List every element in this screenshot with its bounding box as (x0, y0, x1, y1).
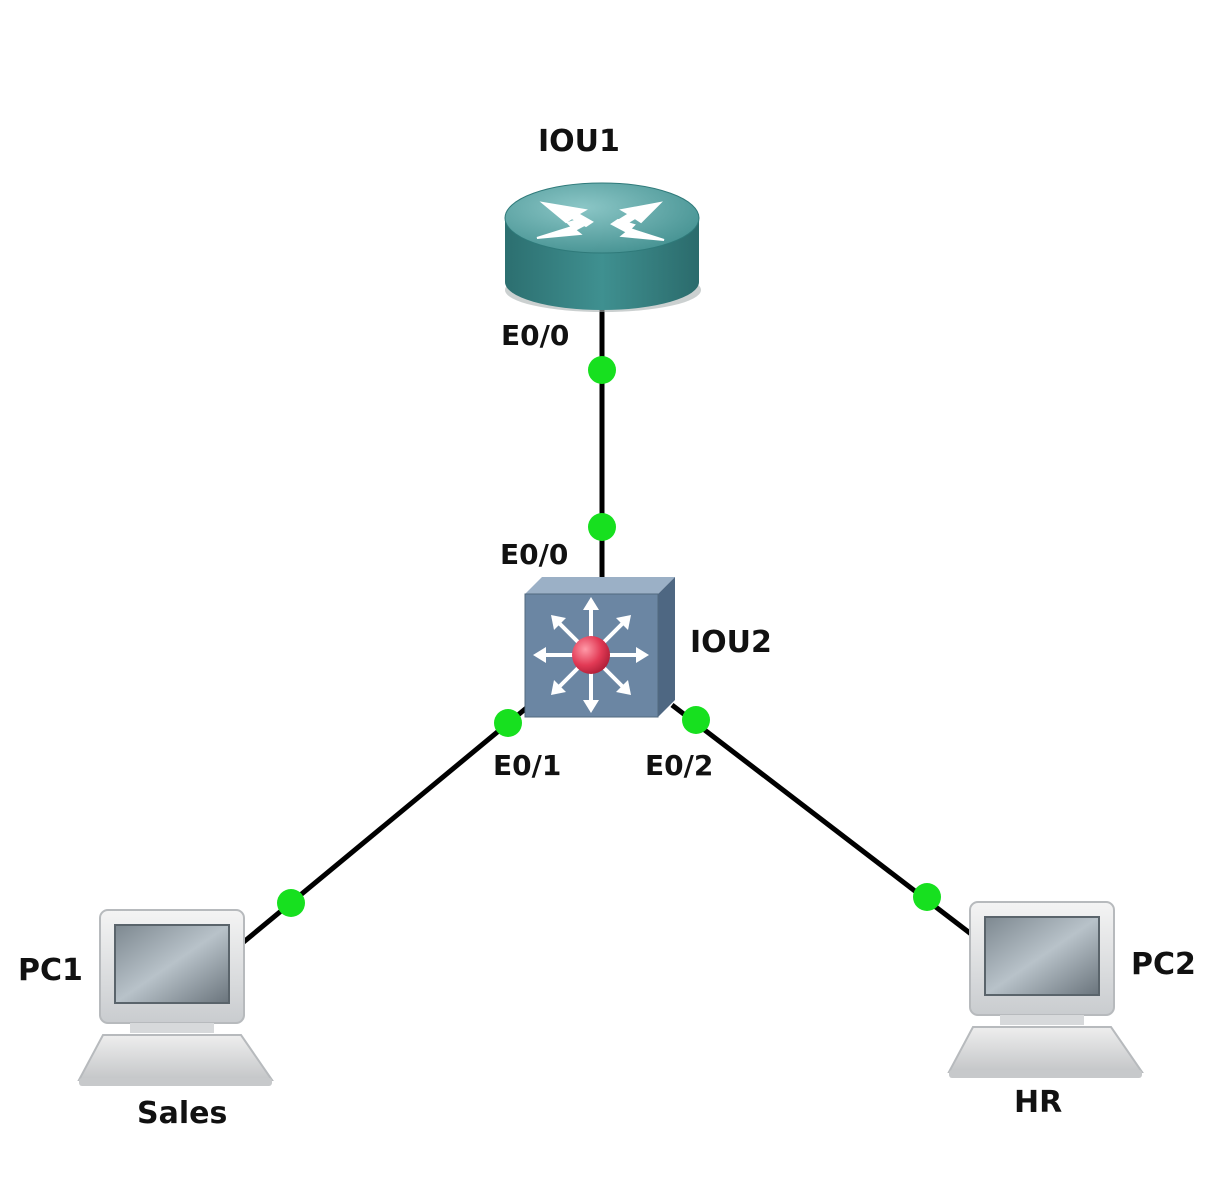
router-label: IOU1 (538, 124, 620, 159)
port-label-iou2-e02: E0/2 (645, 749, 714, 782)
pc1-note: Sales (137, 1096, 228, 1131)
pc-icon (947, 901, 1144, 1078)
port-label-iou2-e01: E0/1 (493, 749, 562, 782)
switch-label: IOU2 (690, 625, 772, 660)
pc2-note: HR (1014, 1085, 1063, 1120)
pc2-label: PC2 (1131, 947, 1196, 982)
link-status-dot (277, 889, 305, 917)
router-icon (504, 182, 701, 312)
link-status-dot (494, 709, 522, 737)
link-status-dot (913, 883, 941, 911)
port-label-iou1-e00: E0/0 (501, 319, 570, 352)
pc1-label: PC1 (18, 953, 83, 988)
link-status-dot (588, 356, 616, 384)
link-status-dot (682, 706, 710, 734)
pc-icon (77, 909, 274, 1086)
multilayer-switch-icon (524, 577, 675, 718)
port-label-iou2-e00: E0/0 (500, 538, 569, 571)
link-status-dot (588, 513, 616, 541)
